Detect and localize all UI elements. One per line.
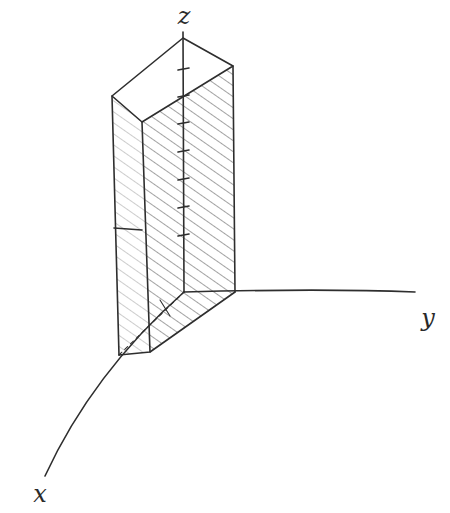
hatched-face bbox=[112, 96, 150, 355]
axis-label: x bbox=[33, 482, 47, 506]
prism-edges bbox=[112, 38, 235, 355]
z-axis bbox=[183, 32, 184, 292]
axis-label: y bbox=[421, 306, 435, 330]
hatched-face bbox=[142, 66, 235, 352]
axis-label: z bbox=[178, 4, 191, 28]
x-axis bbox=[45, 292, 184, 476]
y-axis bbox=[184, 290, 415, 292]
